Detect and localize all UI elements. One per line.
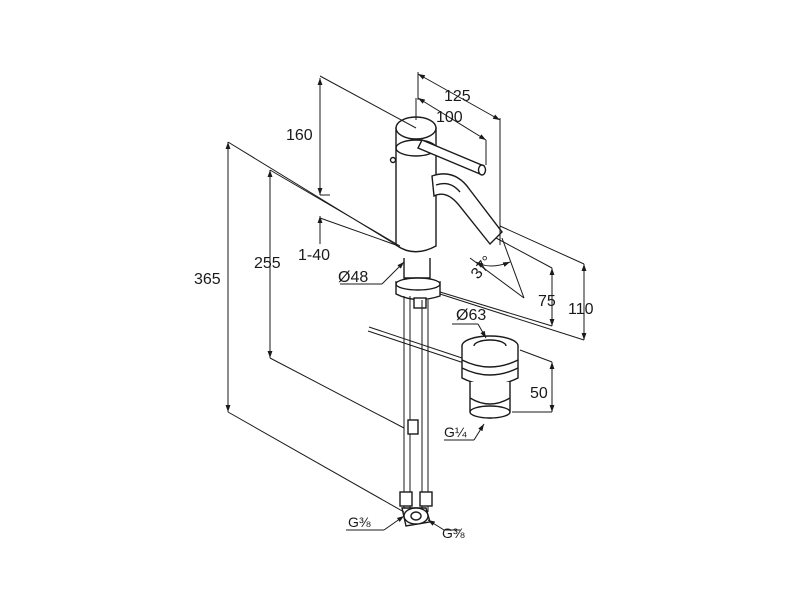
- dim-110-label: 110: [568, 301, 594, 318]
- thread-waste-label: G¼: [444, 424, 467, 440]
- dim-50-label: 50: [530, 385, 548, 402]
- dimension-lines: [225, 72, 587, 531]
- dim-125-label: 125: [444, 88, 471, 105]
- waste-valve: [461, 335, 519, 419]
- pop-up-rod: [367, 326, 475, 367]
- spout: [431, 173, 503, 246]
- dim-160-label: 160: [286, 127, 313, 144]
- mounting-base: [395, 258, 441, 309]
- thread-supply-right-label: G⅜: [442, 525, 465, 541]
- thread-supply-left-label: G⅜: [348, 514, 371, 530]
- dim-255-label: 255: [254, 255, 281, 272]
- dim-365-label: 365: [194, 271, 221, 288]
- lever-handle: [417, 139, 487, 176]
- dim-diameter-63-label: Ø63: [456, 307, 486, 324]
- supply-connectors: [401, 507, 431, 527]
- dim-100-label: 100: [436, 109, 463, 126]
- dim-diameter-48-label: Ø48: [338, 269, 368, 286]
- supply-hoses: [399, 296, 433, 512]
- dim-75-label: 75: [538, 293, 556, 310]
- faucet-body: [389, 116, 437, 253]
- dim-1-40-label: 1-40: [298, 247, 330, 264]
- dim-angle-37-label: 37°: [468, 253, 497, 282]
